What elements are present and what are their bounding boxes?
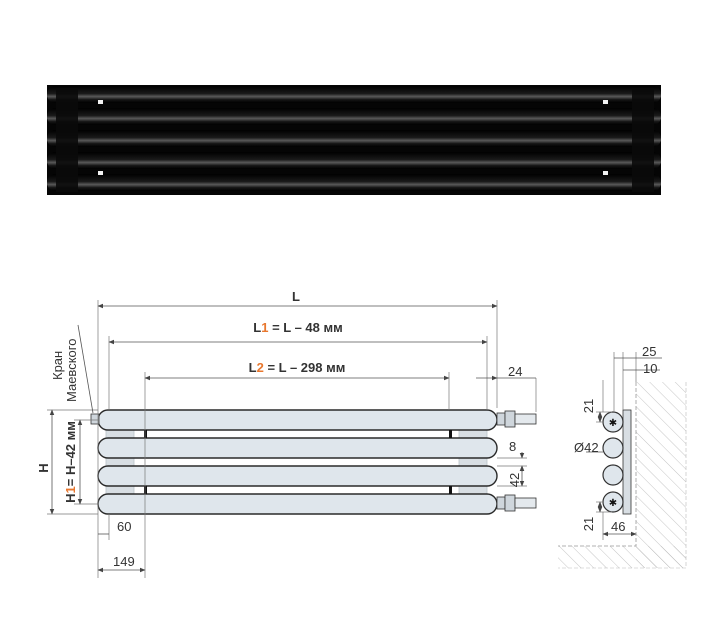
dim-L-label: L — [292, 289, 300, 304]
mount-plate — [622, 409, 632, 515]
top-connector — [496, 410, 537, 428]
radiator-photo — [47, 85, 661, 195]
dim-42-label: 42 — [507, 473, 522, 487]
dim-H-label: H — [36, 463, 51, 472]
valve-label-line2: Маевского — [64, 339, 79, 402]
tube-3 — [97, 465, 498, 487]
dim-60-label: 60 — [117, 519, 131, 534]
dim-25-label: 25 — [642, 344, 656, 359]
tube-section-2 — [602, 437, 624, 459]
dim-24-label: 24 — [508, 364, 522, 379]
dim-149-label: 149 — [113, 554, 135, 569]
dim-diameter-label: Ø42 — [574, 440, 599, 455]
air-valve — [90, 413, 100, 425]
dim-L2-label: L2 = L – 298 мм — [249, 360, 346, 375]
dim-8-label: 8 — [509, 439, 516, 454]
dim-10-label: 10 — [643, 361, 657, 376]
dim-46-label: 46 — [611, 519, 625, 534]
tube-2 — [97, 437, 498, 459]
tube-4 — [97, 493, 498, 515]
dim-21-bottom-label: 21 — [581, 517, 596, 531]
valve-label-line1: Кран — [50, 351, 65, 380]
floor — [558, 546, 686, 568]
side-view: ✱ ✱ 25 10 21 Ø42 21 46 — [558, 344, 687, 569]
wall — [636, 382, 686, 568]
dim-L1-label: L1 = L – 48 мм — [253, 320, 342, 335]
bottom-connector — [496, 494, 537, 512]
svg-text:✱: ✱ — [609, 498, 617, 509]
front-view: Кран Маевского L L1 = L – 48 мм L2 = L –… — [36, 289, 537, 578]
tube-section-3 — [602, 464, 624, 486]
dim-H1-label: H1= H–42 мм — [63, 421, 78, 503]
dim-21-top-label: 21 — [581, 399, 596, 413]
svg-text:✱: ✱ — [609, 418, 617, 429]
tube-1 — [97, 409, 498, 431]
